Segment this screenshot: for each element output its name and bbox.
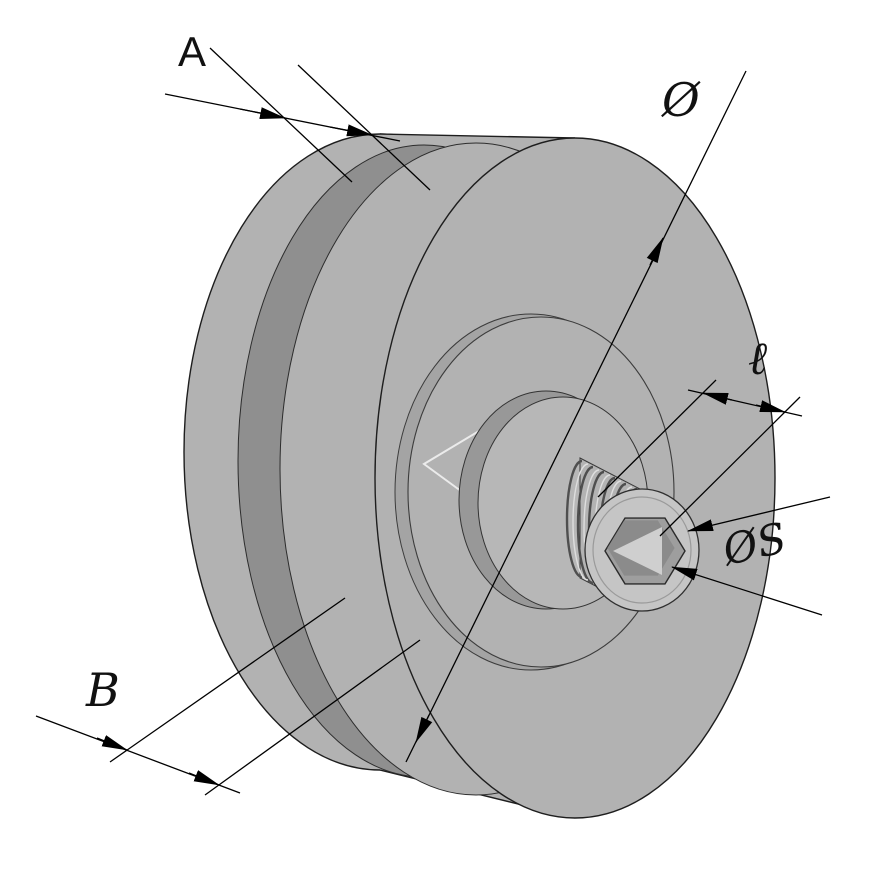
dim-label-a: A [178, 28, 206, 75]
arrowhead [646, 237, 664, 266]
pulley-body [183, 133, 776, 819]
dimension-line [405, 70, 747, 763]
arrowhead [755, 400, 786, 413]
thread-highlight [572, 463, 589, 581]
leader-line [687, 496, 831, 532]
dim-label-b: B [85, 663, 120, 717]
dimension-groove-width: A [164, 28, 431, 191]
arrowhead [239, 107, 286, 119]
silhouette-top-edge [379, 133, 576, 139]
stud-chamfer [592, 496, 692, 604]
extension-line [659, 396, 801, 537]
arrowhead [96, 735, 128, 751]
dimension-overall-width: B [35, 597, 421, 796]
thread-line [576, 465, 594, 585]
thread-line [565, 459, 583, 579]
dimension-thread-length: ℓ [597, 331, 803, 537]
arrowhead [188, 770, 220, 786]
extension-line [109, 597, 346, 763]
arrowhead [329, 124, 373, 137]
leader-line [671, 566, 823, 616]
arrowhead [415, 714, 433, 743]
arrowhead [702, 392, 733, 405]
hex-socket-highlight [613, 527, 662, 575]
extension-line [209, 47, 353, 183]
dim-label-length: ℓ [748, 331, 768, 385]
dim-label-diameter: Ø [661, 73, 701, 127]
extension-line [204, 639, 421, 796]
dimension-outer-diameter: Ø [405, 70, 747, 763]
threaded-stud [565, 457, 700, 612]
extension-line [597, 379, 717, 498]
